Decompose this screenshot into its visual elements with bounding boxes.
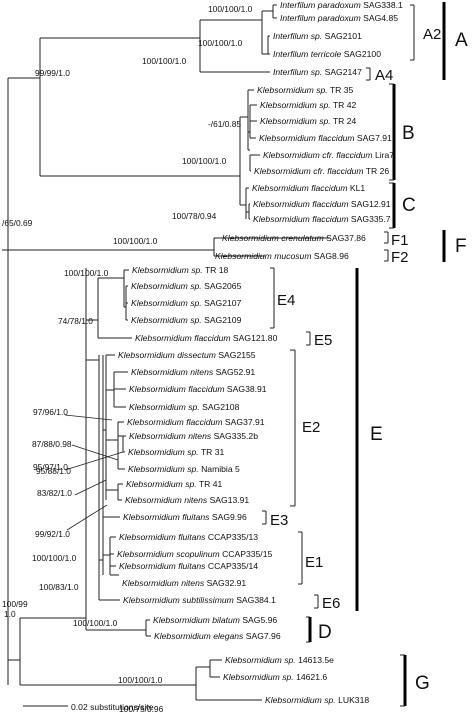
- taxon-label: Klebsormidium cfr. flaccidum TR 26: [254, 166, 389, 176]
- clade-label-a4: A4: [375, 67, 393, 84]
- clade-label-g: G: [415, 673, 430, 694]
- support-value: 100/100/1.0: [113, 236, 158, 246]
- taxon-label: Klebsormidium sp. 14621.6: [223, 672, 327, 682]
- taxon-label: Klebsormidium sp. SAG2107: [131, 298, 242, 308]
- leader-line: [66, 504, 108, 531]
- taxon-label: Klebsormidium nitens SAG52.91: [131, 367, 255, 377]
- clade-label-f1: F1: [391, 232, 409, 249]
- clade-label-a2: A2: [423, 26, 441, 43]
- support-value: 99/92/1.0: [35, 529, 70, 539]
- support-value: 100/100/1.0: [73, 618, 118, 628]
- taxon-label: Interfilum paradoxum SAG338.1: [280, 0, 403, 10]
- taxon-label: Klebsormidium dissectum SAG2155: [118, 350, 256, 360]
- taxon-label: Klebsormidium crenulatum SAG37.86: [222, 233, 366, 243]
- support-value: 1.0: [4, 609, 16, 619]
- taxon-labels: Interfilum paradoxum SAG338.1 Interfilum…: [117, 0, 403, 705]
- support-value: 95/97/1.0: [33, 462, 68, 472]
- taxon-label: Klebsormidium scopulinum CCAP335/15: [117, 549, 272, 559]
- taxon-label: Klebsormidium flaccidum SAG38.91: [129, 384, 267, 394]
- clade-label-e6: E6: [322, 595, 340, 612]
- support-value: 83/82/1.0: [37, 488, 72, 498]
- scale-bar: 0.02 substitutions/site: [23, 702, 154, 712]
- support-value: /65/0.69: [2, 218, 33, 228]
- support-leaders: [64, 414, 124, 531]
- taxon-label: Klebsormidium nitens SAG335.2b: [129, 431, 258, 441]
- taxon-label: Klebsormidium fluitans CCAP335/13: [119, 532, 258, 542]
- leader-line: [64, 414, 113, 421]
- clade-label-d: D: [318, 622, 332, 643]
- clade-label-f2: F2: [391, 249, 409, 266]
- clade-label-a: A: [455, 30, 468, 51]
- taxon-label: Klebsormidium sp. TR 35: [257, 85, 354, 95]
- support-value: 100/75/0.96: [119, 704, 164, 712]
- clade-label-e2: E2: [302, 419, 320, 436]
- support-value: 100/100/1.0: [208, 4, 253, 14]
- support-value: 87/88/0.98: [32, 439, 72, 449]
- taxon-label: Klebsormidium sp. 14613.5e: [225, 655, 334, 665]
- taxon-label: Interfilum terricole SAG2100: [273, 49, 381, 59]
- taxon-label: Klebsormidium sp. TR 41: [126, 479, 223, 489]
- taxon-label: Klebsormidium fluitans SAG9.96: [123, 512, 247, 522]
- taxon-label: Klebsormidium mucosum SAG8.96: [215, 251, 349, 261]
- clade-label-e5: E5: [314, 332, 332, 349]
- support-value: 100/99: [2, 599, 28, 609]
- taxon-label: Klebsormidium nitens SAG32.91: [122, 578, 246, 588]
- taxon-label: Klebsormidium flaccidum SAG7.91: [259, 133, 392, 143]
- clade-label-e3: E3: [270, 512, 288, 529]
- clade-label-e: E: [370, 424, 383, 445]
- support-values: 100/100/1.0 100/100/1.0 99/99/1.0 100/10…: [2, 4, 253, 712]
- support-value: 100/100/1.0: [198, 38, 243, 48]
- clade-label-c: C: [402, 195, 416, 216]
- taxon-label: Klebsormidium sp. SAG2108: [129, 402, 240, 412]
- taxon-label: Klebsormidium sp. Namibia 5: [128, 464, 240, 474]
- taxon-label: Klebsormidium flaccidum SAG37.91: [127, 417, 265, 427]
- support-value: 100/83/1.0: [39, 582, 79, 592]
- taxon-label: Klebsormidium sp. TR 18: [132, 265, 229, 275]
- taxon-label: Klebsormidium sp. LUK318: [265, 695, 369, 705]
- support-value: -/61/0.85: [208, 119, 241, 129]
- leader-line: [74, 479, 107, 496]
- taxon-label: Klebsormidium elegans SAG7.96: [154, 631, 281, 641]
- support-value: 100/78/0.94: [172, 211, 217, 221]
- scale-bar-label: 0.02 substitutions/site: [71, 702, 154, 712]
- support-value: 100/100/1.0: [32, 553, 77, 563]
- clade-annotations: A2 A4 A B C F1 F2 F E4: [262, 2, 468, 707]
- clade-label-f: F: [455, 236, 467, 257]
- taxon-label: Klebsormidium flaccidum SAG335.7: [253, 214, 391, 224]
- clade-label-e1: E1: [305, 554, 323, 571]
- taxon-label: Klebsormidium bilatum SAG5.96: [153, 615, 277, 625]
- support-value: 100/100/1.0: [182, 156, 227, 166]
- leader-line: [71, 444, 119, 461]
- taxon-label: Klebsormidium subtilissimum SAG384.1: [123, 595, 276, 605]
- support-value: 100/100/1.0: [142, 56, 187, 66]
- taxon-label: Interfilum paradoxum SAG4.85: [280, 13, 398, 23]
- clade-label-e4: E4: [277, 292, 295, 309]
- taxon-label: Klebsormidium sp. TR 42: [260, 100, 357, 110]
- taxon-label: Interfilum sp. SAG2101: [273, 31, 362, 41]
- tree-branches: [2, 4, 330, 701]
- support-value: 99/99/1.0: [35, 68, 70, 78]
- clade-label-b: B: [402, 123, 415, 144]
- support-value: 74/78/1.0: [58, 316, 93, 326]
- support-value: 97/96/1.0: [33, 407, 68, 417]
- taxon-label: Klebsormidium sp. TR 31: [128, 447, 225, 457]
- taxon-label: Klebsormidium flaccidum SAG121.80: [135, 333, 278, 343]
- support-value: 100/100/1.0: [118, 675, 163, 685]
- taxon-label: Klebsormidium flaccidum SAG12.91: [253, 199, 391, 209]
- taxon-label: Interfilum sp. SAG2147: [273, 67, 362, 77]
- support-value: 100/100/1.0: [64, 268, 109, 278]
- taxon-label: Klebsormidium sp. TR 24: [260, 116, 357, 126]
- taxon-label: Klebsormidium fluitans CCAP335/14: [119, 561, 258, 571]
- taxon-label: Klebsormidium sp. SAG2065: [131, 281, 242, 291]
- taxon-label: Klebsormidium sp. SAG2109: [131, 315, 242, 325]
- taxon-label: Klebsormidium nitens SAG13.91: [125, 495, 249, 505]
- support-value: 95/88/1.0: [36, 466, 71, 476]
- leader-line: [64, 451, 124, 471]
- taxon-label: Klebsormidium flaccidum KL1: [252, 183, 365, 193]
- taxon-label: Klebsormidium cfr. flaccidum Lira7: [263, 150, 394, 160]
